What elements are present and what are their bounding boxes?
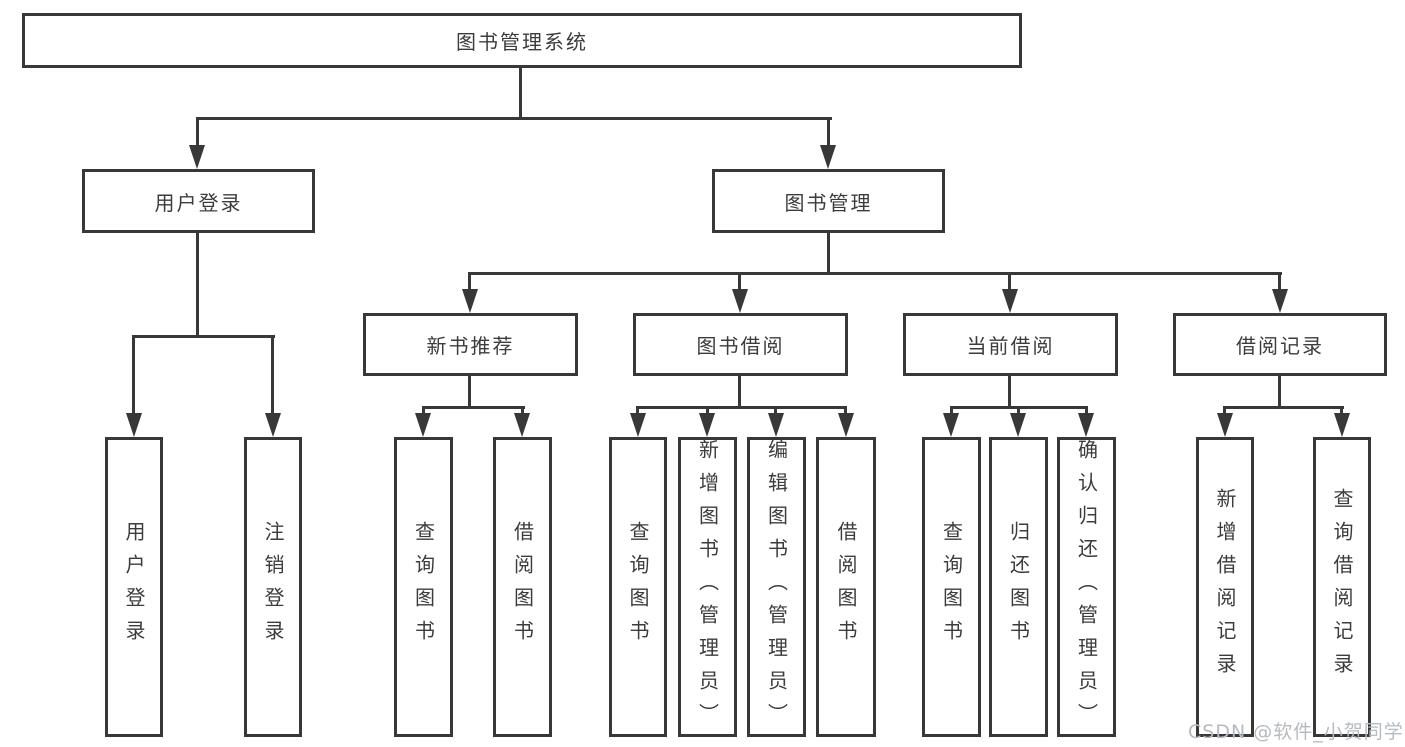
leaf-query-books-recommend-label: 查询图书 <box>411 521 436 653</box>
arrow-head <box>415 413 431 437</box>
connector-line <box>738 272 741 292</box>
leaf-logout: 注销登录 <box>244 437 302 737</box>
arrow-head <box>462 289 478 313</box>
connector-line <box>196 233 199 337</box>
leaf-borrow-books: 借阅图书 <box>816 437 876 737</box>
leaf-edit-book-admin: 编辑图书（管理员） <box>747 437 806 737</box>
leaf-query-books-current: 查询图书 <box>922 437 981 737</box>
arrow-head <box>1334 413 1350 437</box>
connector-line <box>196 117 832 120</box>
connector-line <box>738 376 741 408</box>
node-current-borrow: 当前借阅 <box>903 313 1118 376</box>
connector-line <box>468 272 1282 275</box>
arrow-head <box>820 145 836 169</box>
leaf-add-book-admin-label: 新增图书（管理员） <box>695 438 720 736</box>
watermark-text: CSDN @软件_小贺同学 <box>1188 721 1404 743</box>
leaf-confirm-return-admin-label: 确认归还（管理员） <box>1074 438 1099 736</box>
leaf-user-login: 用户登录 <box>105 437 163 737</box>
node-book-borrow: 图书借阅 <box>633 313 848 376</box>
connector-line <box>1017 406 1020 418</box>
leaf-query-borrow-record: 查询借阅记录 <box>1313 437 1371 737</box>
arrow-head <box>514 413 530 437</box>
connector-line <box>1008 376 1011 408</box>
leaf-borrow-books-label: 借阅图书 <box>834 521 858 653</box>
connector-line <box>844 406 847 418</box>
connector-line <box>196 117 199 147</box>
leaf-return-book-label: 归还图书 <box>1006 521 1031 653</box>
leaf-query-books-current-label: 查询图书 <box>939 521 964 653</box>
connector-line <box>521 406 524 418</box>
leaf-query-books-recommend: 查询图书 <box>394 437 453 737</box>
connector-line <box>422 406 425 418</box>
connector-line <box>1085 406 1088 418</box>
connector-line <box>468 376 471 408</box>
connector-line <box>774 406 777 418</box>
arrow-head <box>1272 289 1288 313</box>
node-root: 图书管理系统 <box>22 13 1022 68</box>
node-book-management: 图书管理 <box>712 169 945 233</box>
arrow-head <box>630 413 646 437</box>
arrow-head <box>1078 413 1094 437</box>
connector-line <box>636 406 639 418</box>
arrow-head <box>838 413 854 437</box>
connector-line <box>1223 406 1344 409</box>
arrow-head <box>943 413 959 437</box>
connector-line <box>827 233 830 274</box>
arrow-head <box>732 289 748 313</box>
connector-line <box>132 335 135 415</box>
arrow-head <box>189 145 205 169</box>
arrow-head <box>1002 289 1018 313</box>
connector-line <box>1223 406 1226 418</box>
arrow-head <box>699 413 715 437</box>
leaf-user-login-label: 用户登录 <box>122 521 146 653</box>
node-user-login: 用户登录 <box>82 169 315 233</box>
connector-line <box>636 406 847 409</box>
arrow-head <box>126 413 142 437</box>
arrow-head <box>768 413 784 437</box>
connector-line <box>271 335 274 415</box>
arrow-head <box>265 413 281 437</box>
leaf-add-borrow-record: 新增借阅记录 <box>1196 437 1254 737</box>
arrow-head <box>1010 413 1026 437</box>
connector-line <box>827 117 830 147</box>
connector-line <box>1278 272 1281 292</box>
leaf-borrow-books-recommend-label: 借阅图书 <box>510 521 535 653</box>
connector-line <box>1008 272 1011 292</box>
connector-line <box>1340 406 1343 418</box>
leaf-confirm-return-admin: 确认归还（管理员） <box>1057 437 1116 737</box>
leaf-query-books-borrow-label: 查询图书 <box>626 521 650 653</box>
leaf-query-books-borrow: 查询图书 <box>609 437 667 737</box>
leaf-logout-label: 注销登录 <box>261 521 285 653</box>
connector-line <box>519 68 522 120</box>
node-new-book-recommend: 新书推荐 <box>363 313 578 376</box>
connector-line <box>468 272 471 292</box>
connector-line <box>950 406 953 418</box>
connector-line <box>1278 376 1281 408</box>
node-borrow-record: 借阅记录 <box>1173 313 1387 376</box>
connector-line <box>706 406 709 418</box>
leaf-borrow-books-recommend: 借阅图书 <box>493 437 552 737</box>
connector-line <box>132 335 275 338</box>
leaf-add-borrow-record-label: 新增借阅记录 <box>1213 488 1237 686</box>
leaf-edit-book-admin-label: 编辑图书（管理员） <box>764 438 789 736</box>
connector-line <box>422 406 525 409</box>
leaf-query-borrow-record-label: 查询借阅记录 <box>1330 488 1354 686</box>
leaf-add-book-admin: 新增图书（管理员） <box>678 437 737 737</box>
arrow-head <box>1217 413 1233 437</box>
leaf-return-book: 归还图书 <box>989 437 1048 737</box>
